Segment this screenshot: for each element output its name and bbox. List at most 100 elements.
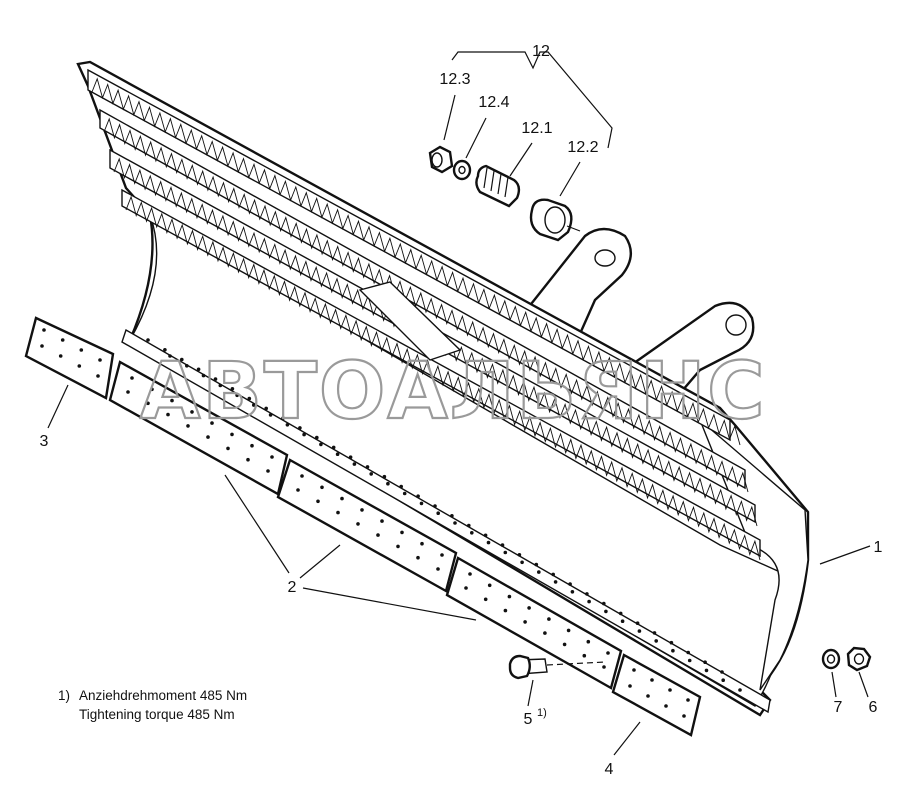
- bolt-hole: [298, 426, 302, 430]
- bolt-hole: [201, 373, 206, 378]
- bolt-hole: [79, 348, 84, 352]
- label-5-footnote: 1): [537, 707, 547, 719]
- bolt-hole: [252, 403, 256, 407]
- bolt-hole: [146, 338, 150, 342]
- bolt-hole: [604, 609, 608, 614]
- bolt-hole: [335, 452, 340, 457]
- bolt-hole: [721, 678, 725, 682]
- footnote-line-en: Tightening torque 485 Nm: [79, 707, 235, 722]
- screen-teeth: [125, 195, 761, 561]
- bolt-hole: [420, 541, 424, 546]
- bolt-hole: [517, 553, 522, 557]
- bolt-hole: [402, 491, 407, 496]
- bolt-hole: [568, 582, 572, 586]
- bolt-hole: [166, 412, 170, 417]
- edge-segment-2b: [276, 458, 458, 593]
- bolt-hole: [483, 533, 488, 538]
- bolt-hole: [587, 599, 591, 604]
- bolt-hole: [348, 455, 353, 460]
- label-12-3: 12.3: [439, 71, 470, 88]
- bolt-hole: [356, 522, 360, 526]
- bolt-hole: [96, 374, 100, 378]
- bolt-hole: [250, 443, 254, 448]
- bolt-hole: [400, 530, 404, 535]
- bolt-hole: [467, 523, 471, 528]
- bolt-hole: [416, 494, 420, 499]
- bolt-hole: [551, 572, 555, 577]
- bolt-hole: [523, 620, 527, 624]
- bolt-hole: [570, 590, 575, 594]
- bolt-hole: [320, 485, 324, 490]
- bolt-hole: [369, 472, 374, 476]
- bolt-hole: [464, 586, 468, 590]
- label-12-1: 12.1: [521, 120, 552, 137]
- bolt-hole: [500, 543, 505, 547]
- bolt-hole: [440, 553, 444, 557]
- label-2: 2: [288, 579, 297, 596]
- bolt-hole: [300, 474, 304, 478]
- bolt-hole: [507, 594, 512, 599]
- bolt-hole: [185, 364, 189, 368]
- bolt-hole: [632, 668, 636, 672]
- bolt-hole: [468, 572, 472, 576]
- footnote-line-de: Anziehdrehmoment 485 Nm: [79, 688, 247, 703]
- bolt-hole: [534, 562, 539, 567]
- bolt-hole: [130, 376, 134, 380]
- bolt-hole: [433, 504, 437, 508]
- label-12: 12: [532, 43, 550, 60]
- bolt-hole: [296, 488, 300, 492]
- bolt-hole: [77, 364, 82, 368]
- bolt-hole: [738, 688, 742, 692]
- bolt-hole: [336, 510, 340, 515]
- blade-screen: [87, 68, 761, 692]
- bolt-hole: [168, 354, 172, 358]
- bolt-hole: [230, 387, 235, 391]
- bolt-hole: [230, 432, 234, 437]
- bolt-hole: [126, 390, 130, 394]
- bolt-hole: [270, 455, 274, 459]
- bolt-hole: [450, 514, 454, 518]
- screen-teeth: [91, 77, 741, 446]
- bolt-hole: [527, 606, 531, 610]
- bolt-hole: [606, 651, 610, 655]
- nut-6: [846, 646, 872, 672]
- bolt-hole: [487, 583, 492, 588]
- bolt-hole: [315, 435, 319, 440]
- bolt-hole: [470, 531, 474, 535]
- bolt-5: [508, 654, 606, 680]
- bolt-hole: [582, 653, 587, 658]
- bolt-hole: [218, 383, 223, 388]
- bolt-hole: [213, 377, 218, 381]
- bolt-hole: [60, 338, 65, 342]
- bolt-hole: [486, 540, 491, 545]
- bolt-hole: [58, 354, 63, 358]
- bolt-hole: [602, 601, 606, 606]
- bolt-hole: [628, 684, 632, 688]
- bolt-hole: [520, 560, 524, 565]
- footnote-marker: 1): [58, 688, 70, 703]
- label-3: 3: [40, 433, 49, 450]
- bolt-hole: [190, 410, 194, 414]
- bolt-hole: [419, 501, 424, 506]
- cutting-edge-segments: [24, 316, 702, 737]
- bolt-hole: [416, 555, 420, 560]
- edge-segment-4: [611, 653, 702, 737]
- label-5: 5: [524, 711, 533, 728]
- bolt-hole: [170, 398, 174, 403]
- label-7: 7: [834, 699, 843, 716]
- bolt-hole: [650, 678, 654, 682]
- bolt-hole: [340, 496, 344, 501]
- bolt-hole: [703, 660, 707, 664]
- bolt-hole: [98, 358, 102, 362]
- bolt-hole: [246, 457, 250, 462]
- bolt-hole: [586, 639, 591, 644]
- bolt-hole: [360, 508, 364, 512]
- screen-teeth: [103, 117, 749, 493]
- bolt-hole: [436, 511, 441, 515]
- bolt-hole: [453, 521, 457, 525]
- bolt-hole: [196, 367, 201, 372]
- bolt-hole: [146, 401, 150, 406]
- bolt-hole: [264, 406, 269, 411]
- leader-lines: [47, 51, 871, 756]
- bolt-hole: [380, 519, 384, 523]
